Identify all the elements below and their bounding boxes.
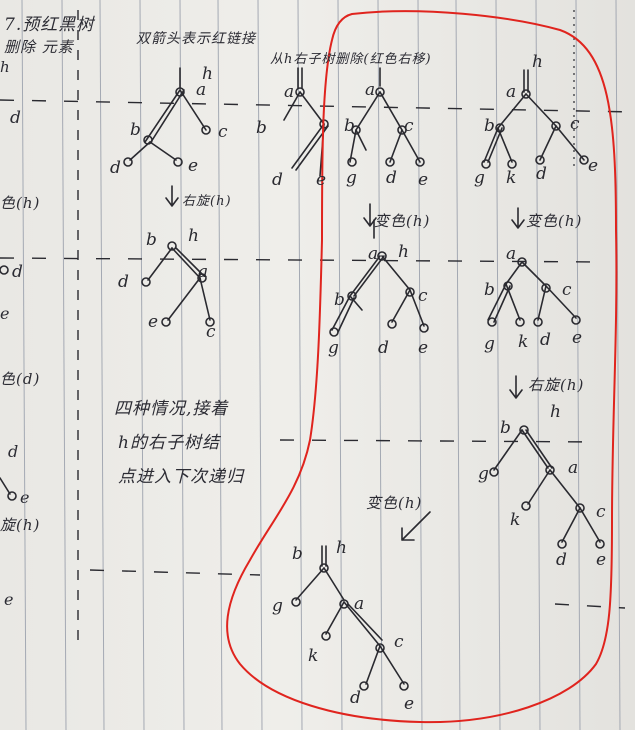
tree-flip-top-middle xyxy=(347,67,425,167)
left-fragment-10: h xyxy=(0,58,11,76)
node-label-d7: d xyxy=(540,330,551,350)
tree-flip-top-right xyxy=(481,69,589,169)
four-cases-line-3: 点进入下次递归 xyxy=(118,467,244,487)
title-line-2: 删除 元素 xyxy=(4,38,74,56)
node-label-d: d xyxy=(110,158,121,178)
node-label-b7: b xyxy=(484,280,495,300)
node-label-b5: b xyxy=(484,116,495,136)
node-label-g5: g xyxy=(474,168,485,188)
node-label-h: h xyxy=(202,64,213,84)
dashed-separators xyxy=(0,99,635,609)
node-label-c6: c xyxy=(418,286,428,306)
left-fragment-8: 旋(h) xyxy=(0,516,41,534)
node-label-k5: k xyxy=(506,168,517,188)
flip-colors-label-2: 变色(h) xyxy=(526,212,583,230)
node-label-c9: c xyxy=(394,632,404,652)
left-fragment-5: 色(d) xyxy=(0,370,41,388)
flip-colors-label-3: 变色(h) xyxy=(366,494,423,512)
node-label-g8: g xyxy=(478,464,489,484)
node-label-d2: d xyxy=(118,272,129,292)
node-label-c4: c xyxy=(404,116,414,136)
rotate-right-label-2: 右旋(h) xyxy=(528,376,585,394)
node-label-e5: e xyxy=(588,156,599,176)
tree-final-flip xyxy=(291,511,431,691)
node-label-e2: e xyxy=(148,312,159,332)
tree-flip-middle-left xyxy=(329,203,429,337)
node-label-b4: b xyxy=(344,116,355,136)
node-label-b9: b xyxy=(292,544,303,564)
highlight-outline xyxy=(226,10,618,724)
node-label-e3: e xyxy=(316,170,327,190)
node-label-d4: d xyxy=(386,168,397,188)
node-label-b2: b xyxy=(146,230,157,250)
left-fragment-4: e xyxy=(0,304,11,323)
four-cases-line-2: h的右子树结 xyxy=(118,433,220,453)
node-label-h2: h xyxy=(188,226,199,246)
node-label-a8: a xyxy=(568,458,579,478)
node-label-h9: h xyxy=(336,538,347,558)
node-label-h5: h xyxy=(532,52,543,72)
node-label-d5: d xyxy=(536,164,547,184)
node-label-k9: k xyxy=(308,646,319,666)
node-label-e: e xyxy=(188,156,199,176)
left-fragment-6: d xyxy=(8,442,20,461)
node-label-a2: a xyxy=(198,262,209,282)
node-label-g6: g xyxy=(328,338,339,358)
node-label-a9: a xyxy=(354,594,365,614)
node-label-b3: b xyxy=(256,118,267,138)
node-label-a: a xyxy=(196,80,207,100)
four-cases-line-1: 四种情况,接着 xyxy=(114,399,229,419)
flip-colors-label-1: 变色(h) xyxy=(374,212,431,230)
node-label-c: c xyxy=(218,122,228,142)
rule-lines xyxy=(21,0,621,730)
node-label-h8: h xyxy=(550,402,561,422)
node-label-a5: a xyxy=(506,82,517,102)
node-label-a6: a xyxy=(368,244,379,264)
tree-rotated-right-2 xyxy=(489,375,605,549)
node-label-a7: a xyxy=(506,244,517,264)
title-line-1: 7.预红黑树 xyxy=(4,15,95,35)
tree-original xyxy=(123,67,211,167)
node-label-g4: g xyxy=(346,168,357,188)
node-label-b6: b xyxy=(334,290,345,310)
node-label-d3: d xyxy=(272,170,283,190)
node-label-c8: c xyxy=(596,502,606,522)
node-label-h6: h xyxy=(398,242,409,262)
node-label-c2: c xyxy=(206,322,216,342)
left-fragment-2: 色(h) xyxy=(0,194,41,212)
node-label-k7: k xyxy=(518,332,529,352)
node-label-g9: g xyxy=(272,596,283,616)
node-label-k8: k xyxy=(510,510,521,530)
rotate-right-label-1: 右旋(h) xyxy=(182,194,232,209)
node-label-d6: d xyxy=(378,338,389,358)
node-label-a3: a xyxy=(284,82,295,102)
node-label-e6: e xyxy=(418,338,429,358)
left-fragment-7: e xyxy=(20,488,31,507)
left-fragment-3: d xyxy=(12,262,24,282)
left-fragment-1: d xyxy=(10,108,22,128)
node-label-e9: e xyxy=(404,694,415,714)
tree-flip-middle-right xyxy=(487,207,581,327)
node-label-c5: c xyxy=(570,114,580,134)
node-label-e8: e xyxy=(596,550,607,570)
node-label-e7: e xyxy=(572,328,583,348)
node-label-a4: a xyxy=(365,80,376,100)
left-fragment-9: e xyxy=(4,590,15,609)
node-label-c7: c xyxy=(562,280,572,300)
node-label-e4: e xyxy=(418,170,429,190)
left-edge-fragments xyxy=(0,265,17,501)
node-label-d8: d xyxy=(556,550,567,570)
node-label-d9: d xyxy=(350,688,361,708)
tree-rotated xyxy=(141,185,215,327)
node-label-g7: g xyxy=(484,334,495,354)
node-label-b: b xyxy=(130,120,141,140)
node-label-b8: b xyxy=(500,418,511,438)
sibling-heading: 双箭头表示红链接 xyxy=(136,31,256,47)
right-delete-heading: 从h右子树删除(红色右移) xyxy=(270,52,432,67)
